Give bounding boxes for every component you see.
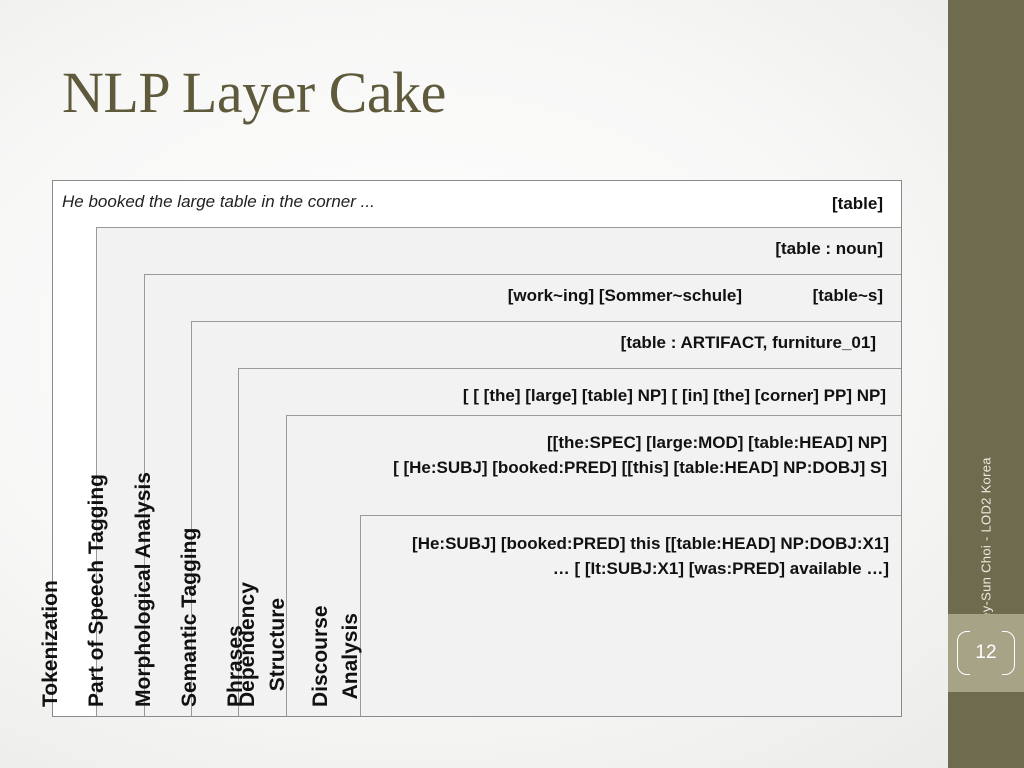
phrases-annotation: [ [ [the] [large] [table] NP] [ [in] [th… xyxy=(462,386,886,405)
layer-semantic: [table : ARTIFACT, furniture_01] [ [ [th… xyxy=(191,321,901,716)
example-sentence: He booked the large table in the corner … xyxy=(62,192,375,211)
pos-annotation: [table : noun] xyxy=(775,239,883,258)
layer-phrases: [ [ [the] [large] [table] NP] [ [in] [th… xyxy=(238,368,901,716)
slide-title: NLP Layer Cake xyxy=(62,60,446,125)
layer-dependency: [[the:SPEC] [large:MOD] [table:HEAD] NP]… xyxy=(286,415,901,716)
tokenization-annotation: [table] xyxy=(832,194,883,213)
morphology-annotation-a: [work~ing] [Sommer~schule] xyxy=(507,286,742,305)
slide-number-bracket xyxy=(957,629,1015,679)
dependency-annotation-line1: [[the:SPEC] [large:MOD] [table:HEAD] NP] xyxy=(547,433,887,452)
dependency-annotation-line2: [ [He:SUBJ] [booked:PRED] [[this] [table… xyxy=(393,458,887,477)
footer-text: Key-Sun Choi - LOD2 Korea xyxy=(978,457,994,629)
morphology-annotation-b: [table~s] xyxy=(812,286,883,305)
layer-cake-figure: He booked the large table in the corner … xyxy=(39,180,902,717)
discourse-annotation-line1: [He:SUBJ] [booked:PRED] this [[table:HEA… xyxy=(412,534,889,553)
discourse-annotation-line2: … [ [It:SUBJ:X1] [was:PRED] available …] xyxy=(552,559,889,578)
layer-morphology: [work~ing] [Sommer~schule] [table~s] [ta… xyxy=(144,274,901,716)
layer-discourse: [He:SUBJ] [booked:PRED] this [[table:HEA… xyxy=(360,515,901,716)
layer-pos: [table : noun] [work~ing] [Sommer~schule… xyxy=(96,227,901,716)
semantic-annotation: [table : ARTIFACT, furniture_01] xyxy=(620,333,876,352)
slide-number: 12 xyxy=(975,642,997,663)
